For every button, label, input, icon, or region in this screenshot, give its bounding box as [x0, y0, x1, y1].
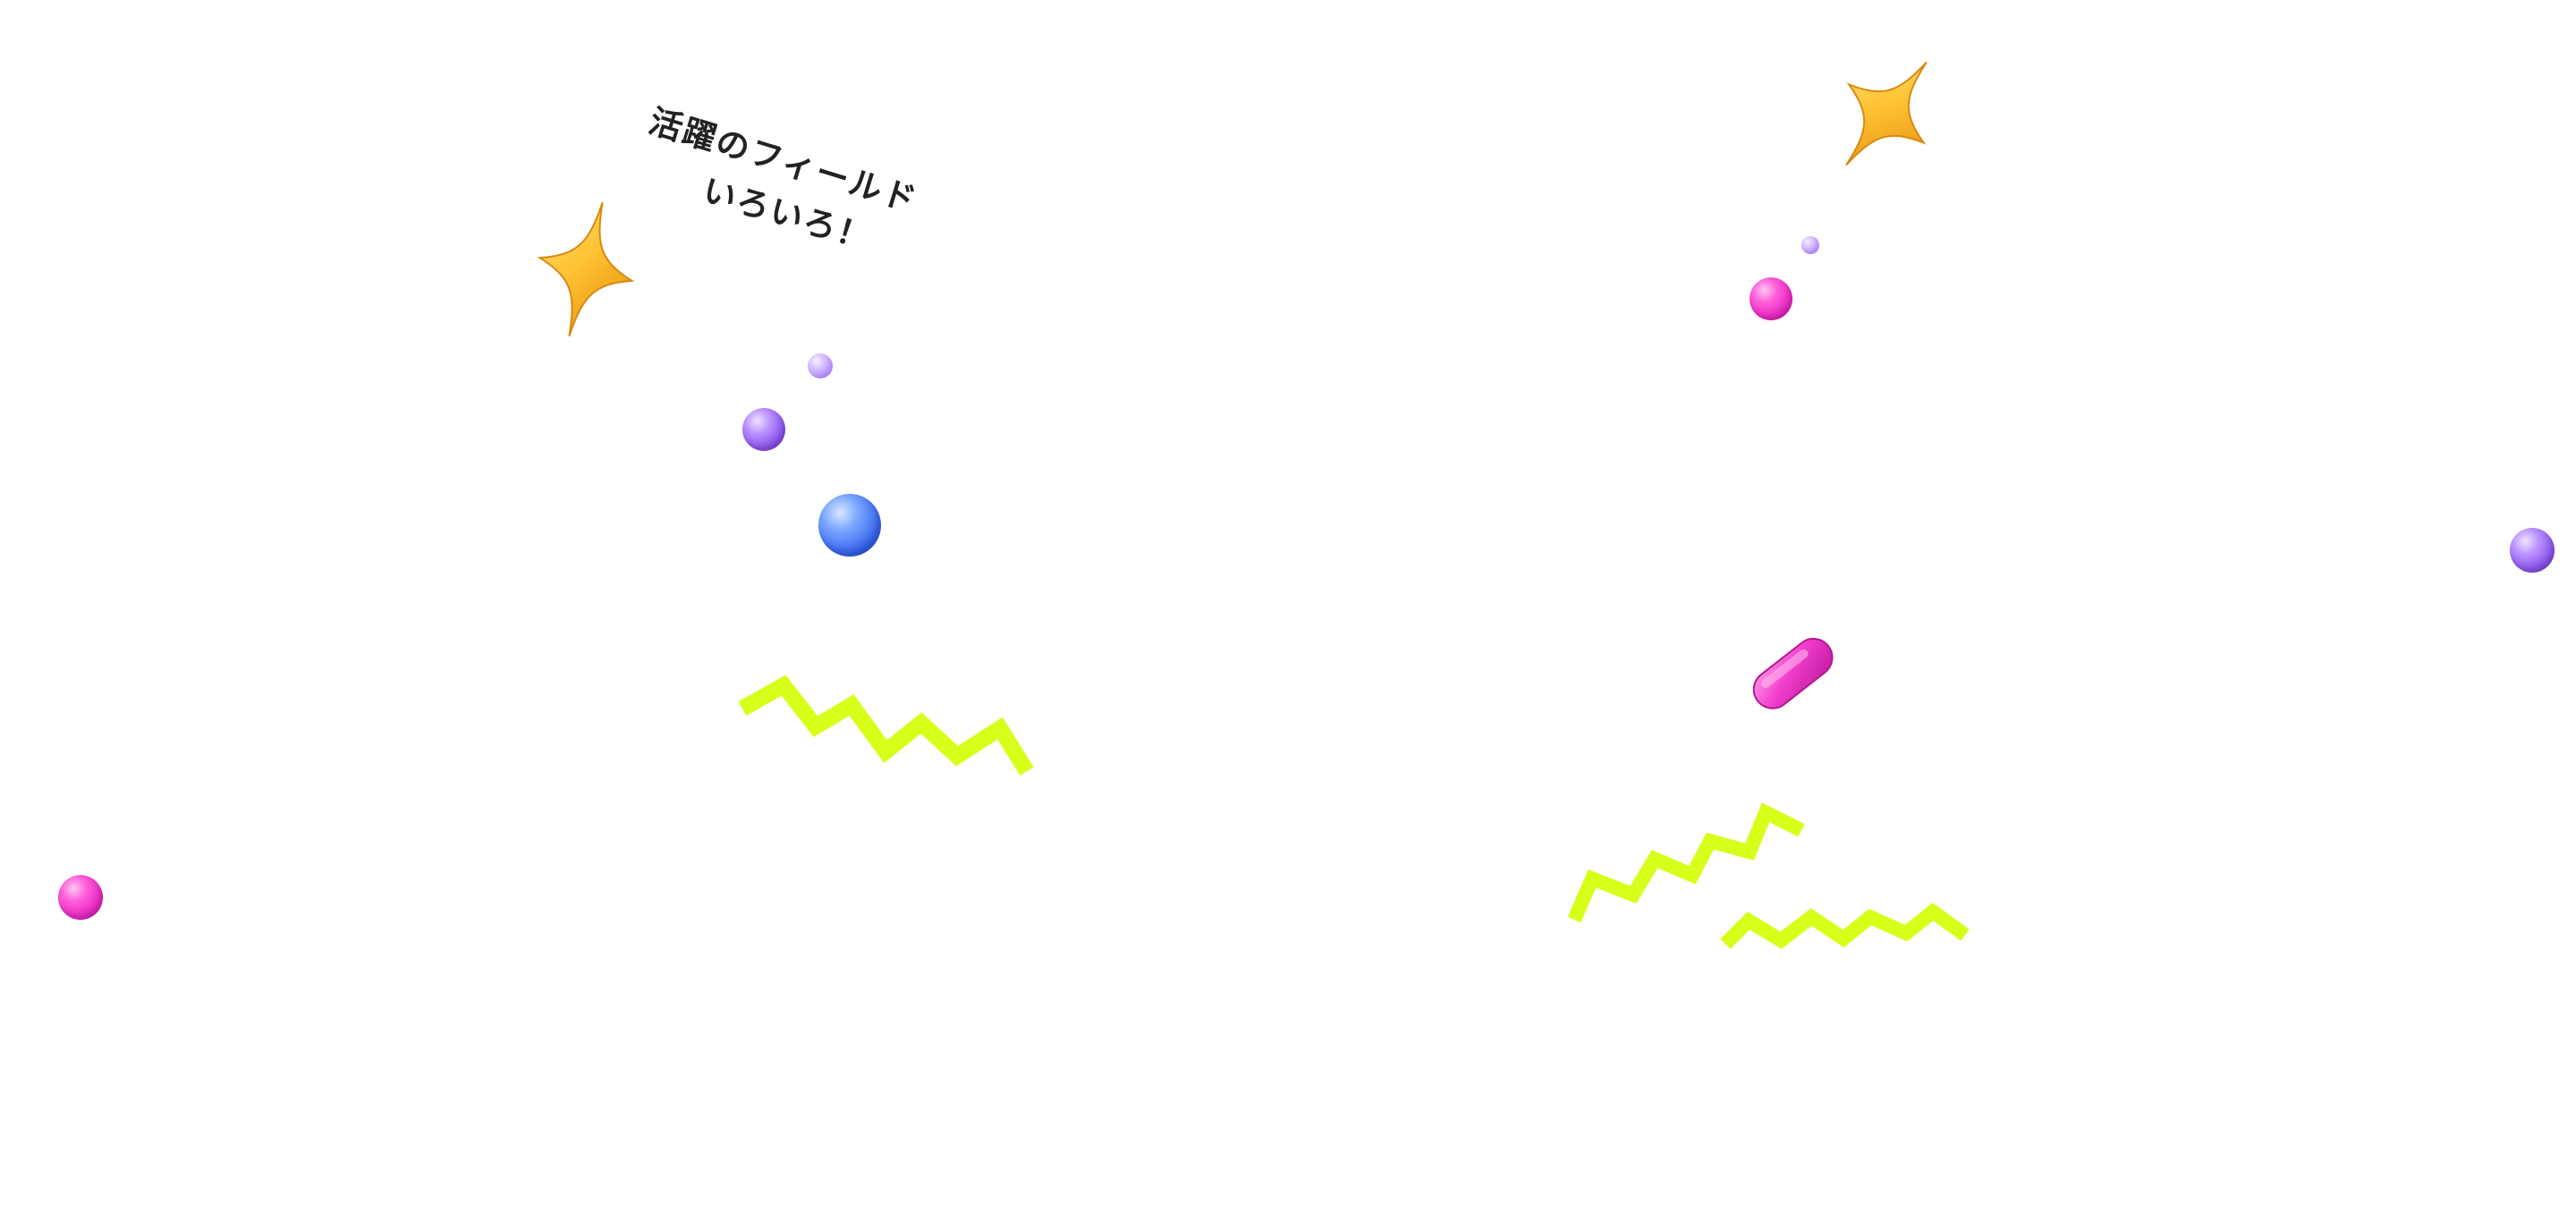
pink-pill-icon	[1752, 637, 1834, 710]
zigzag-icon	[1720, 902, 1970, 949]
purple-sphere	[742, 408, 785, 451]
zigzag-icon	[738, 675, 1034, 776]
section-caption: 活躍のフィールド いろいろ！	[629, 97, 940, 278]
star-icon	[537, 201, 635, 337]
blue-sphere	[818, 494, 881, 557]
purple-sphere	[1801, 236, 1819, 254]
pink-sphere	[1750, 277, 1792, 320]
purple-sphere	[808, 353, 833, 378]
zigzag-icon	[1567, 802, 1805, 923]
purple-sphere	[2510, 528, 2555, 573]
pink-sphere	[58, 875, 103, 920]
star-icon	[1845, 61, 1928, 166]
